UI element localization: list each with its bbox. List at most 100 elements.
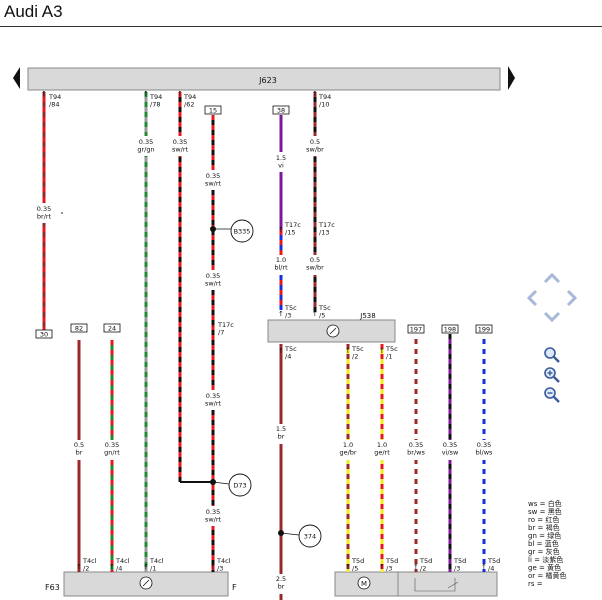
pin-marker: ↑: [481, 563, 487, 571]
pan-down-icon[interactable]: [543, 311, 561, 323]
wire-label: 0.5: [310, 256, 320, 264]
j623-unit: [27, 67, 501, 91]
pan-up-icon[interactable]: [543, 272, 561, 284]
connector-box-frame: [70, 323, 88, 333]
wire-label: sw/rt: [205, 516, 222, 524]
wire-label: sw/rt: [172, 146, 189, 154]
f63-label: F63: [45, 583, 60, 592]
legend-item: ro = 红色: [528, 516, 560, 524]
j623-label: J623: [258, 76, 277, 85]
connector-label: T5c: [385, 345, 398, 353]
wire-label: 1.0: [377, 441, 387, 449]
connector-box: 82: [70, 323, 88, 333]
wire-label: 0.35: [443, 441, 457, 449]
legend-item: gr = 灰色: [528, 548, 560, 556]
splice-d73-text: D73: [233, 482, 246, 490]
connector-box: 15: [204, 105, 222, 115]
splice-b335-text: B335: [234, 228, 251, 236]
connector-box-text: 30: [40, 331, 48, 339]
wire-label: bl/rt: [274, 264, 288, 272]
connector-box-text: 197: [410, 326, 422, 334]
connector-box-text: 199: [478, 326, 490, 334]
label-backing: [272, 424, 292, 444]
wire-label: 2.5: [276, 575, 286, 583]
legend-item: or = 橘黄色: [528, 572, 567, 580]
connector-box: 197: [407, 324, 425, 334]
right-arrow-icon[interactable]: [508, 66, 515, 90]
internal-wiring: [414, 578, 456, 592]
connector-label: /7: [218, 329, 224, 337]
wire-label: sw/rt: [205, 400, 222, 408]
label-backing: [272, 255, 292, 275]
pin-marker: ↑: [278, 347, 284, 355]
wire-label: br/ws: [407, 449, 425, 457]
label-backing: [203, 170, 225, 190]
connector-label: /15: [285, 229, 295, 237]
j538-symbol-icon: [326, 324, 340, 338]
connector-label: T94: [48, 93, 61, 101]
pin-marker: ↑: [177, 90, 183, 98]
wire-label: ge/rt: [374, 449, 390, 457]
splice-lead: [280, 532, 300, 536]
connector-label: T94: [183, 93, 196, 101]
connector-box-frame: [204, 105, 222, 115]
label-backing: [203, 270, 225, 290]
label-backing: [338, 440, 360, 460]
splice-d73: D73: [228, 473, 252, 497]
pin-marker: ↑: [278, 310, 284, 318]
splice-374: 374: [298, 524, 322, 548]
wire-label: 0.35: [206, 172, 220, 180]
connector-label: /1: [386, 353, 392, 361]
pan-right-icon[interactable]: [566, 289, 578, 307]
label-backing: [36, 203, 56, 223]
label-backing: [305, 136, 325, 156]
connector-label: /2: [420, 565, 426, 573]
connector-box-frame: [407, 324, 425, 334]
connector-label: /3: [285, 312, 291, 320]
connector-label: T17c: [318, 221, 335, 229]
legend-item: rs =: [528, 580, 543, 588]
pan-control: [526, 272, 578, 323]
wire-label: gr/gn: [137, 146, 154, 154]
wire-label: 1.5: [276, 425, 286, 433]
f63-symbol-icon: [139, 576, 153, 590]
svg-text:M: M: [361, 580, 367, 588]
pin-marker: ↑: [210, 321, 216, 329]
connector-box-frame: [35, 329, 53, 339]
pin-marker: ↑: [143, 563, 149, 571]
connector-label: T5c: [284, 345, 297, 353]
label-backing: [136, 136, 158, 156]
connector-label: /4: [116, 565, 122, 573]
wire-label: sw/br: [306, 264, 324, 272]
wire-label: sw/rt: [205, 280, 222, 288]
wire-label: 0.35: [206, 508, 220, 516]
pin-marker: ↑: [379, 347, 385, 355]
zoom-in-icon[interactable]: [543, 366, 561, 384]
wire-label: 0.35: [206, 392, 220, 400]
connector-box: 38: [272, 105, 290, 115]
connector-label: /62: [184, 101, 194, 109]
pin-marker: ↑: [312, 226, 318, 234]
connector-label: T4cl: [216, 557, 231, 565]
connector-label: T5d: [487, 557, 500, 565]
splice-d73-ring: [228, 473, 252, 497]
pin-marker: ↑: [210, 563, 216, 571]
page-title: Audi A3: [4, 2, 63, 21]
pin-marker: ↑: [41, 90, 47, 98]
zoom-reset-icon[interactable]: [543, 346, 561, 364]
legend-item: sw = 黑色: [528, 508, 562, 516]
connector-label: /4: [488, 565, 494, 573]
connector-label: T5d: [385, 557, 398, 565]
zoom-out-icon[interactable]: [543, 386, 561, 404]
left-arrow-icon[interactable]: [13, 67, 20, 89]
connector-box-text: 82: [75, 325, 83, 333]
connector-box: 198: [441, 324, 459, 334]
pin-marker: ↑: [413, 563, 419, 571]
connector-label: T94: [318, 93, 331, 101]
wire-label: 0.5: [74, 441, 84, 449]
connector-label: /3: [217, 565, 223, 573]
connector-label: T5d: [419, 557, 432, 565]
pan-left-icon[interactable]: [526, 289, 538, 307]
splice-374-text: 374: [304, 533, 316, 541]
connector-box-frame: [441, 324, 459, 334]
